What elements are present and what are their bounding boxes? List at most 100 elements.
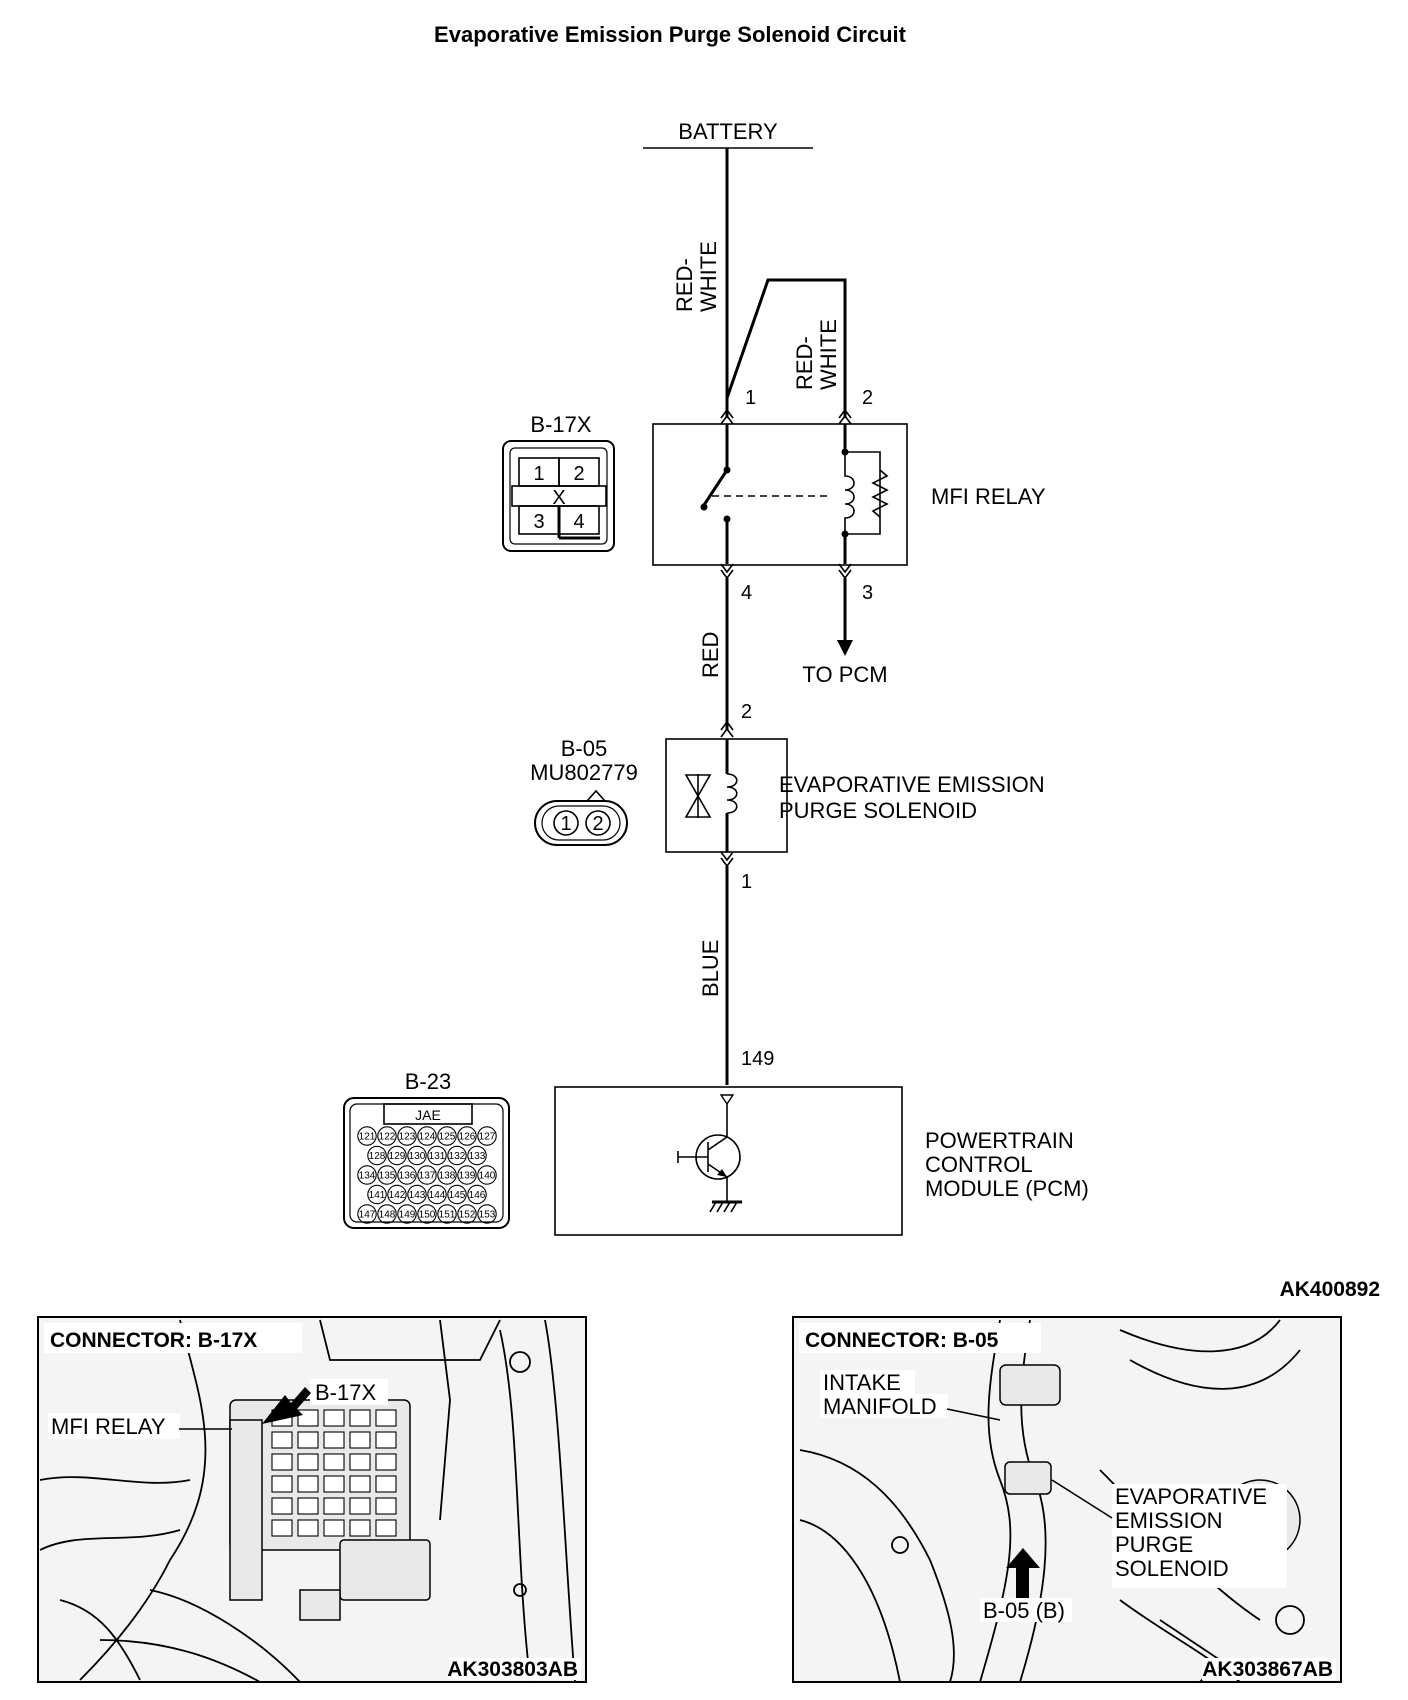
b23-pin-cavity xyxy=(397,1165,417,1185)
fuse-slot xyxy=(349,1453,371,1471)
b23-pin-label: 139 xyxy=(459,1171,476,1182)
b23-pin-cavity xyxy=(457,1126,477,1146)
fuse-slot xyxy=(323,1497,345,1515)
b23-pin-label: 126 xyxy=(459,1132,476,1143)
relay-coil-icon xyxy=(844,452,855,534)
b23-pin-label: 131 xyxy=(429,1151,446,1162)
photo-right-frame xyxy=(792,1316,1342,1683)
pcm: 149 POWERTRAIN CONTROL MODULE (PCM) xyxy=(554,1048,1089,1236)
b23-pin-label: 125 xyxy=(439,1132,456,1143)
b23-pin-cavity xyxy=(457,1165,477,1185)
solenoid-pin-2: 2 xyxy=(741,701,752,723)
photo-left-title: CONNECTOR: B-17X xyxy=(50,1329,257,1352)
mfi-relay-photo xyxy=(229,1419,263,1601)
b23-pin-label: 136 xyxy=(399,1171,416,1182)
fuse-slot xyxy=(323,1453,345,1471)
b17x-pin-1: 1 xyxy=(533,463,544,485)
b23-pin-cavity xyxy=(457,1204,477,1224)
fuse-slot xyxy=(323,1409,345,1427)
b23-pin-cavity xyxy=(377,1204,397,1224)
b23-pin-label: 127 xyxy=(479,1132,496,1143)
purge-solenoid: 2 1 EVAPORATIVE EMISSION PURGE SOLENOID xyxy=(665,701,1045,893)
callout-leader-evap xyxy=(1051,1479,1113,1519)
b23-pin-cavity xyxy=(367,1145,387,1166)
connector-b17x-label: B-17X xyxy=(530,412,591,437)
fuse-slot xyxy=(349,1431,371,1449)
b23-pin-label: 152 xyxy=(459,1210,476,1221)
callout-up-arrow-icon xyxy=(1006,1548,1040,1600)
b23-pin-label: 122 xyxy=(379,1132,396,1143)
connector-b05-face: B-05 MU802779 1 2 xyxy=(530,736,638,846)
wire-color-blue: BLUE xyxy=(698,940,723,997)
b23-pin-cavity xyxy=(367,1184,387,1205)
photo-right-evap-4: SOLENOID xyxy=(1115,1556,1229,1581)
b23-pin-label: 149 xyxy=(399,1210,416,1221)
relay-chevron-3 xyxy=(838,563,852,574)
b23-pin-cavity xyxy=(377,1165,397,1185)
fuse-slot xyxy=(375,1453,397,1471)
pcm-label-1: POWERTRAIN xyxy=(925,1128,1074,1153)
fuse-slot xyxy=(349,1497,371,1515)
pcm-terminal-icon xyxy=(719,1094,735,1106)
b23-pin-label: 138 xyxy=(439,1171,456,1182)
relay-pin-1: 1 xyxy=(745,387,756,409)
pcm-label-2: CONTROL xyxy=(925,1152,1033,1177)
b23-pin-label: 144 xyxy=(429,1190,446,1201)
battery-label: BATTERY xyxy=(678,119,778,144)
solenoid-valve-icon xyxy=(684,774,712,798)
fuse-slot xyxy=(271,1497,293,1515)
connector-b23-label: B-23 xyxy=(405,1069,451,1094)
connector-b05-label: B-05 xyxy=(561,736,607,761)
photo-left-frame xyxy=(37,1316,587,1683)
pcm-pin-149: 149 xyxy=(741,1048,774,1070)
b23-pin-cavity xyxy=(437,1165,457,1185)
relay-pin-2: 2 xyxy=(862,387,873,409)
photo-right-evap-2: EMISSION xyxy=(1115,1508,1223,1533)
fuse-slot xyxy=(297,1431,319,1449)
b17x-pin-3: 3 xyxy=(533,511,544,533)
solenoid-coil-icon xyxy=(726,773,738,814)
mfi-relay: 1 2 4 3 MFI RELAY xyxy=(652,387,1046,604)
b23-pin-cavity xyxy=(437,1126,457,1146)
to-pcm-label: TO PCM xyxy=(802,662,887,687)
photo-left-id: AK303803AB xyxy=(447,1658,578,1681)
b23-pin-cavity xyxy=(357,1204,377,1224)
relay-resistor-icon xyxy=(871,469,889,518)
b23-pin-cavity xyxy=(387,1184,407,1205)
fuse-slot xyxy=(323,1431,345,1449)
fuse-slot xyxy=(297,1519,319,1537)
b23-pin-cavity xyxy=(417,1204,437,1224)
wire-color-red: RED xyxy=(698,632,723,678)
wire-color-red-white-2a: RED- xyxy=(792,336,817,390)
photo-connector-b05: CONNECTOR: B-05 INTAKE MANIFOLD EVAPORAT… xyxy=(792,1316,1342,1683)
photo-left-callout-connector: B-17X xyxy=(315,1380,376,1405)
diagram-title: Evaporative Emission Purge Solenoid Circ… xyxy=(434,22,907,47)
b23-pin-label: 151 xyxy=(439,1210,456,1221)
fuse-slot xyxy=(375,1431,397,1449)
photo-right-intake-2: MANIFOLD xyxy=(823,1394,937,1419)
b23-pin-label: 142 xyxy=(389,1190,406,1201)
b05-pin-2: 2 xyxy=(592,813,603,835)
b23-pin-label: 137 xyxy=(419,1171,436,1182)
b23-pin-label: 147 xyxy=(359,1210,376,1221)
b23-pin-cavity xyxy=(377,1126,397,1146)
b23-pin-label: 134 xyxy=(359,1171,376,1182)
to-pcm-arrow-icon xyxy=(837,640,853,656)
fuse-slot xyxy=(375,1409,397,1427)
b23-pin-cavity xyxy=(477,1126,497,1146)
fuse-slot xyxy=(297,1409,319,1427)
b23-pin-label: 132 xyxy=(449,1151,466,1162)
b23-pin-label: 140 xyxy=(479,1171,496,1182)
b23-pin-label: 153 xyxy=(479,1210,496,1221)
b23-pin-cavity xyxy=(407,1145,427,1166)
figure-id: AK400892 xyxy=(1280,1278,1380,1301)
fuse-slot xyxy=(349,1519,371,1537)
b23-pin-cavity xyxy=(477,1165,497,1185)
mfi-relay-box xyxy=(652,423,908,566)
b17x-mark: X xyxy=(552,487,565,509)
fusebox-slots xyxy=(271,1409,397,1537)
photo-right-id: AK303867AB xyxy=(1202,1658,1333,1681)
relay-chevron-1 xyxy=(720,408,734,419)
switch-contact-bottom xyxy=(723,515,731,523)
